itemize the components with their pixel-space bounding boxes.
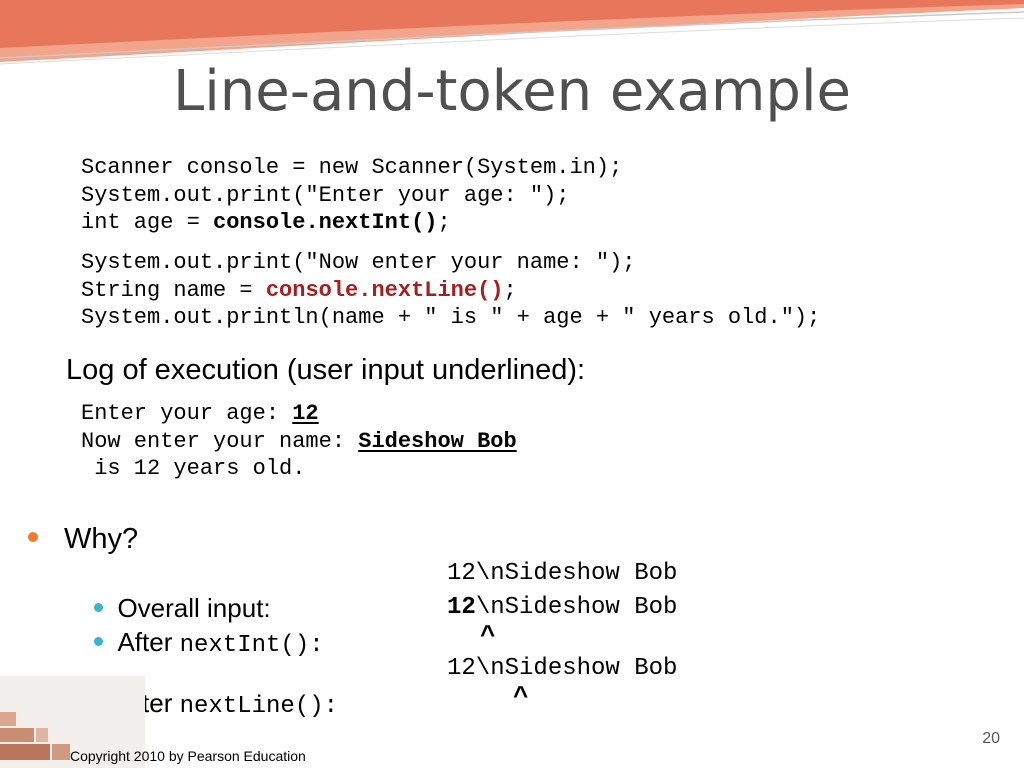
code-text: System.out.print("Enter your age: "); bbox=[81, 182, 570, 208]
row-after-nextint-value: 12\nSideshow Bob bbox=[447, 591, 677, 625]
highlighted-code: console.nextLine() bbox=[265, 277, 504, 303]
sub-bullet-dot-icon bbox=[94, 602, 104, 612]
slide-title: Line-and-token example bbox=[173, 59, 851, 124]
highlighted-code: 12 bbox=[292, 401, 319, 426]
row-label: Overall input: bbox=[117, 593, 271, 623]
row-code: nextInt(): bbox=[179, 632, 324, 659]
log-line: is 12 years old. bbox=[81, 455, 517, 483]
code-text: System.out.print("Now enter your name: "… bbox=[81, 250, 636, 275]
code-text: Enter your age: bbox=[81, 401, 293, 426]
row-code: nextLine(): bbox=[179, 693, 339, 720]
code-text: String name = bbox=[81, 277, 266, 303]
log-line: Now enter your name: Sideshow Bob bbox=[81, 428, 517, 456]
code-line: System.out.print("Now enter your name: "… bbox=[81, 249, 820, 277]
row-after-nextline-value: 12\nSideshow Bob bbox=[447, 652, 677, 686]
code-text: Scanner console = new Scanner(System.in)… bbox=[81, 155, 623, 180]
copyright-footer: Copyright 2010 by Pearson Education bbox=[70, 748, 306, 764]
value-cursor-part: 12 bbox=[447, 594, 476, 621]
code-text: Now enter your name: bbox=[81, 428, 359, 454]
row-overall-input-value: 12\nSideshow Bob bbox=[447, 557, 677, 591]
row-after-nextint: After nextInt(): bbox=[80, 591, 324, 663]
log-line: Enter your age: 12 bbox=[81, 400, 517, 428]
code-block-scanner-setup: Scanner console = new Scanner(System.in)… bbox=[81, 154, 622, 237]
code-text: ; bbox=[437, 210, 451, 235]
bullet-dot-icon bbox=[28, 532, 38, 543]
code-line: String name = console.nextLine(); bbox=[81, 277, 820, 305]
value-rest: 12\nSideshow Bob bbox=[447, 655, 678, 682]
code-line: System.out.print("Enter your age: "); bbox=[81, 182, 622, 210]
brick-wall-decoration bbox=[0, 676, 145, 768]
header-swoosh-decoration bbox=[0, 0, 1024, 65]
code-text: int age = bbox=[81, 210, 214, 235]
row-label: After bbox=[117, 627, 180, 657]
value-rest: \nSideshow Bob bbox=[475, 594, 678, 621]
cursor-caret-after-nextint: ^ bbox=[480, 621, 496, 651]
why-label: Why? bbox=[64, 523, 139, 555]
page-number: 20 bbox=[982, 730, 1000, 747]
why-bullet: Why? bbox=[28, 519, 138, 559]
sub-bullet-dot-icon bbox=[94, 636, 104, 646]
log-heading: Log of execution (user input underlined)… bbox=[66, 354, 586, 386]
code-text: ; bbox=[503, 277, 517, 303]
code-text: System.out.println(name + " is " + age +… bbox=[81, 305, 821, 330]
highlighted-code: console.nextInt() bbox=[213, 210, 438, 235]
value-rest: 12\nSideshow Bob bbox=[447, 560, 678, 587]
code-line: Scanner console = new Scanner(System.in)… bbox=[81, 154, 622, 182]
code-text: is 12 years old. bbox=[81, 456, 306, 481]
row-overall-input: Overall input: bbox=[80, 557, 271, 625]
cursor-caret-after-nextline: ^ bbox=[513, 682, 529, 712]
code-block-read-name: System.out.print("Now enter your name: "… bbox=[81, 249, 820, 332]
highlighted-code: Sideshow Bob bbox=[358, 428, 517, 454]
code-line: int age = console.nextInt(); bbox=[81, 209, 622, 237]
code-line: System.out.println(name + " is " + age +… bbox=[81, 304, 820, 332]
